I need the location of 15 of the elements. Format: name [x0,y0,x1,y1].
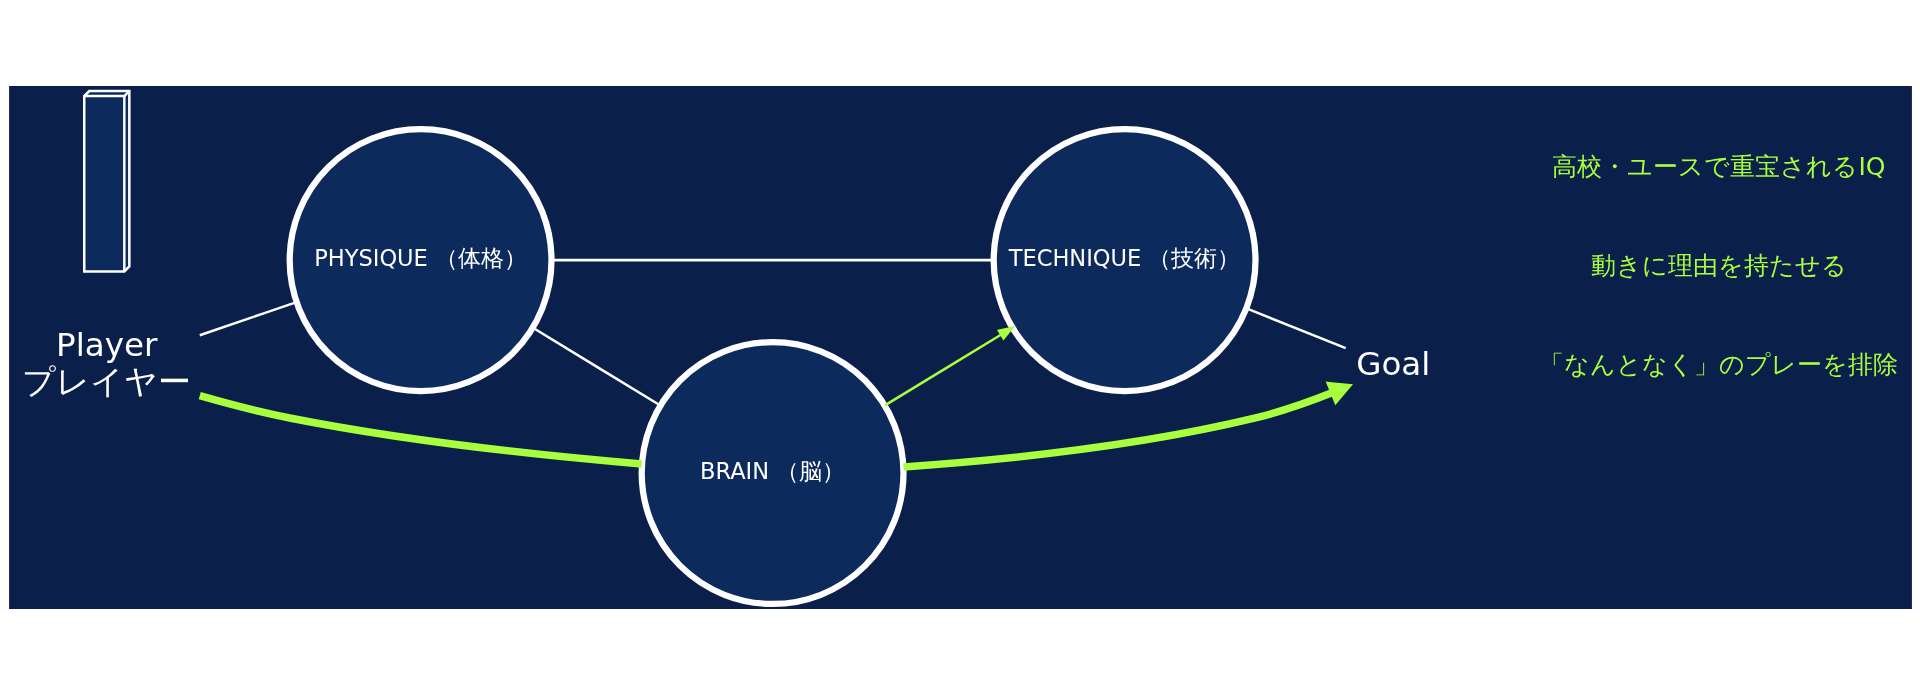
node-text: Player プレイヤー [21,326,191,401]
label: 「なんとなく」のプレーを排除 [1539,349,1899,379]
connector [551,258,994,262]
label: 動きに理由を持たせる [1590,250,1847,280]
connector [1245,307,1346,350]
node-circle: TECHNIQUE （技術） [990,126,1259,395]
connector [198,300,297,337]
arrow [902,381,1353,471]
connector [531,326,661,407]
connector [198,392,642,468]
label: 高校・ユースで重宝されるIQ [1551,151,1886,181]
node-circle: PHYSIQUE （体格） [286,126,555,395]
arrow [883,326,1015,407]
node-circle: BRAIN （脳） [638,339,907,608]
node-text: Goal [1355,344,1430,383]
